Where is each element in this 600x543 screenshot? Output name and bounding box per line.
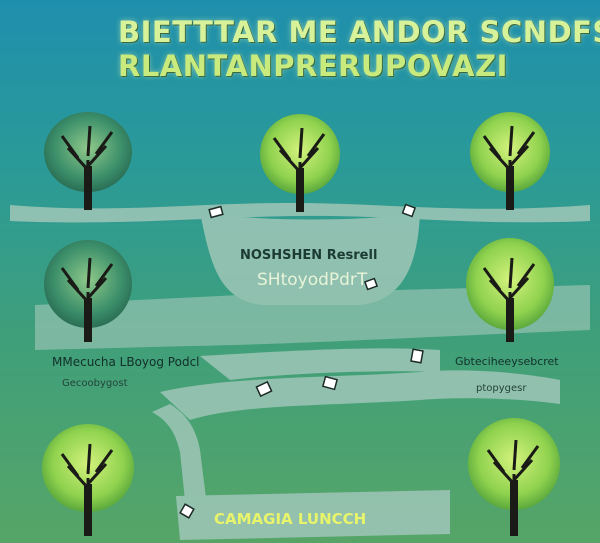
arrow-marker-icon xyxy=(410,348,424,364)
basin-label-line-1: NOSHSHEN Resrell xyxy=(240,248,378,263)
left-branch-label-line-2: Gecoobygost xyxy=(62,378,128,389)
basin-label-line-2: SHtoyodPdrT xyxy=(257,270,368,290)
arrow-marker-icon xyxy=(179,503,195,519)
tree-icon xyxy=(44,112,132,210)
tree-icon xyxy=(470,112,550,210)
arrow-marker-icon xyxy=(321,375,339,391)
tree-icon xyxy=(468,418,560,536)
arrow-marker-icon xyxy=(363,277,379,291)
diagram-title-line-2: RLANTANPRERUPOVAZI xyxy=(118,49,508,83)
tree-icon xyxy=(44,240,132,342)
right-branch-label-line-1: Gbteciheeysebcret xyxy=(455,355,559,368)
arrow-marker-icon xyxy=(401,203,417,218)
tree-icon xyxy=(260,114,340,212)
flow-markers xyxy=(179,203,424,519)
arrow-marker-icon xyxy=(208,205,224,219)
arrow-marker-icon xyxy=(255,380,273,398)
stream-paths xyxy=(10,202,590,540)
right-branch-label-line-2: ptopygesr xyxy=(476,383,527,394)
tree-icon xyxy=(42,424,134,536)
tree-icon xyxy=(466,238,554,342)
bottom-stream-label: CAMAGIA LUNCCH xyxy=(214,510,367,528)
left-branch-label-line-1: MMecucha LBoyog Podcl xyxy=(52,355,200,369)
diagram-title-line-1: BIETTTAR ME ANDOR SCNDFS xyxy=(118,15,600,49)
